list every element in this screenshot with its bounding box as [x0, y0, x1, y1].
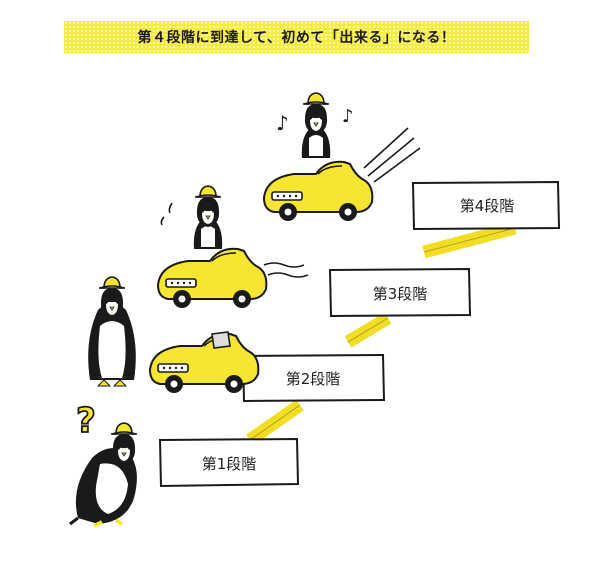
- stage-1-box: 第1段階: [158, 437, 300, 488]
- progress-road: [246, 221, 517, 446]
- sweat-drops-icon: [160, 202, 173, 226]
- penguin-confused: [69, 422, 138, 528]
- question-mark-icon: ?: [75, 400, 97, 442]
- car-empty: [149, 331, 260, 394]
- headline-text: 第４段階に到達して、初めて「出来る」になる！: [137, 30, 456, 46]
- music-note-icon: ♪ ♪: [276, 106, 354, 135]
- stage-2-box: 第2段階: [241, 353, 386, 403]
- stage-2-label: 第2段階: [286, 370, 341, 388]
- penguin-happy-driver: [263, 92, 421, 222]
- svg-text:?: ?: [76, 401, 96, 441]
- speed-streaks-icon: [363, 127, 421, 183]
- penguin-standing: [88, 276, 136, 387]
- stage-3-label: 第3段階: [373, 285, 428, 303]
- stage-1-label: 第1段階: [202, 455, 257, 473]
- stage-4-label: 第4段階: [460, 197, 515, 215]
- headline-banner: 第４段階に到達して、初めて「出来る」になる！: [64, 21, 529, 53]
- speed-lines-icon: [263, 262, 309, 278]
- stage-4-box: 第4段階: [411, 180, 561, 231]
- penguin-nervous-driver: [157, 185, 309, 309]
- svg-text:♪: ♪: [276, 111, 289, 135]
- stage-3-box: 第3段階: [328, 267, 472, 318]
- svg-text:♪: ♪: [342, 106, 354, 127]
